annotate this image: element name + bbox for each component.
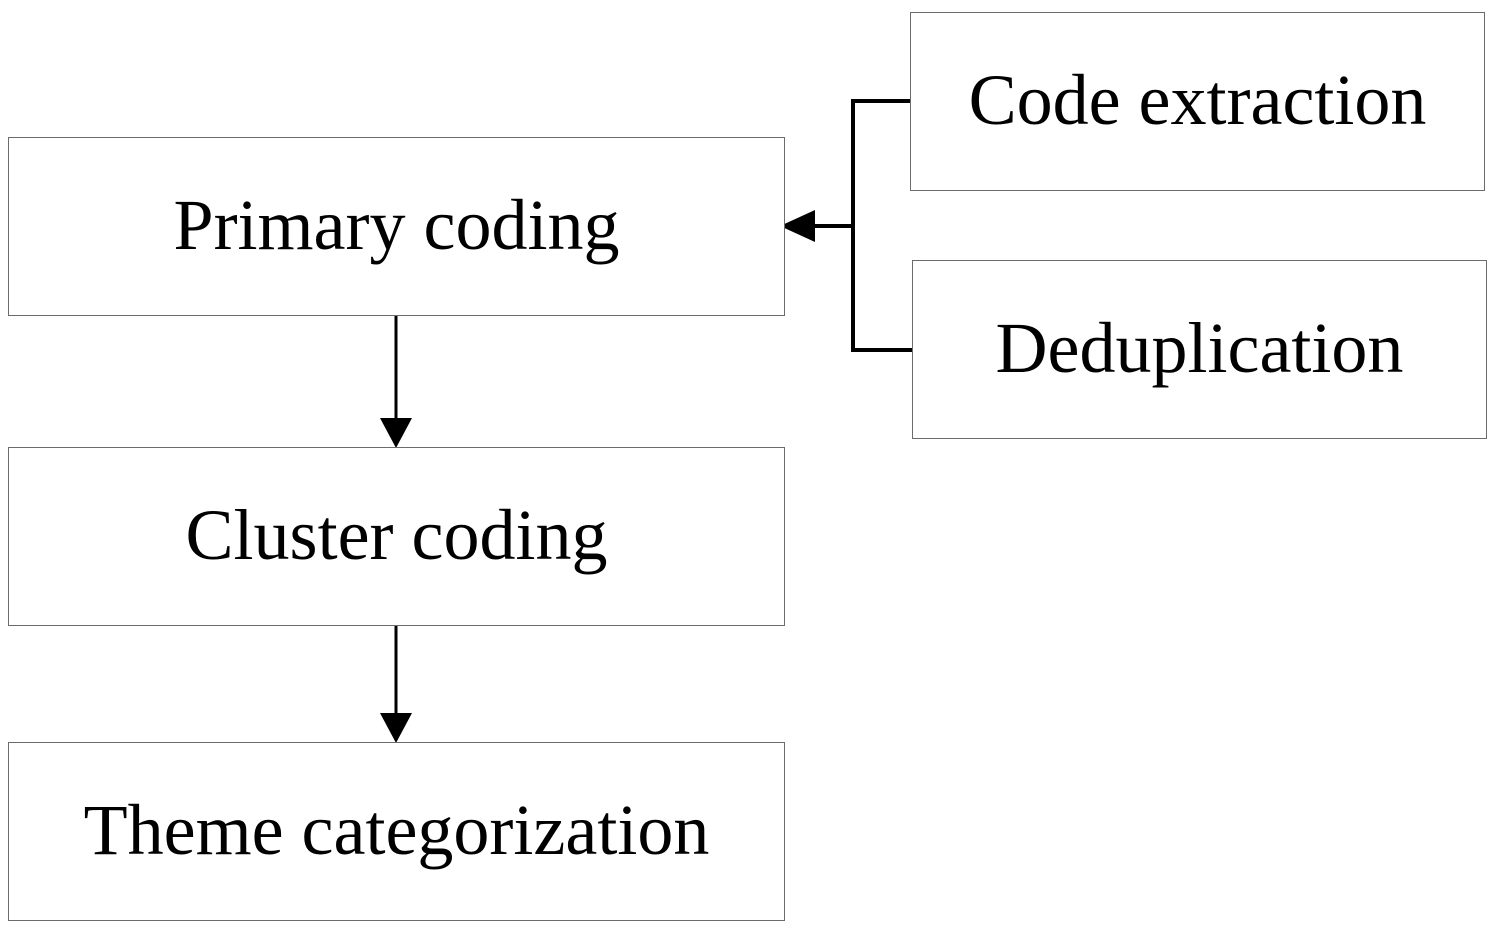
- primary-coding-box: Primary coding: [8, 137, 785, 316]
- theme-categorization-box: Theme categorization: [8, 742, 785, 921]
- connector-deduplication: [851, 226, 913, 352]
- theme-categorization-label: Theme categorization: [83, 789, 710, 870]
- code-extraction-box: Code extraction: [910, 12, 1485, 191]
- connector-code-extraction: [851, 99, 911, 226]
- arrowhead-to-primary: [780, 210, 815, 242]
- deduplication-box: Deduplication: [912, 260, 1487, 439]
- deduplication-label: Deduplication: [995, 307, 1404, 388]
- primary-coding-label: Primary coding: [173, 184, 620, 265]
- arrowhead-to-theme: [380, 713, 412, 743]
- code-extraction-label: Code extraction: [968, 59, 1427, 140]
- arrowhead-to-cluster: [380, 418, 412, 448]
- cluster-coding-label: Cluster coding: [185, 494, 608, 575]
- cluster-coding-box: Cluster coding: [8, 447, 785, 626]
